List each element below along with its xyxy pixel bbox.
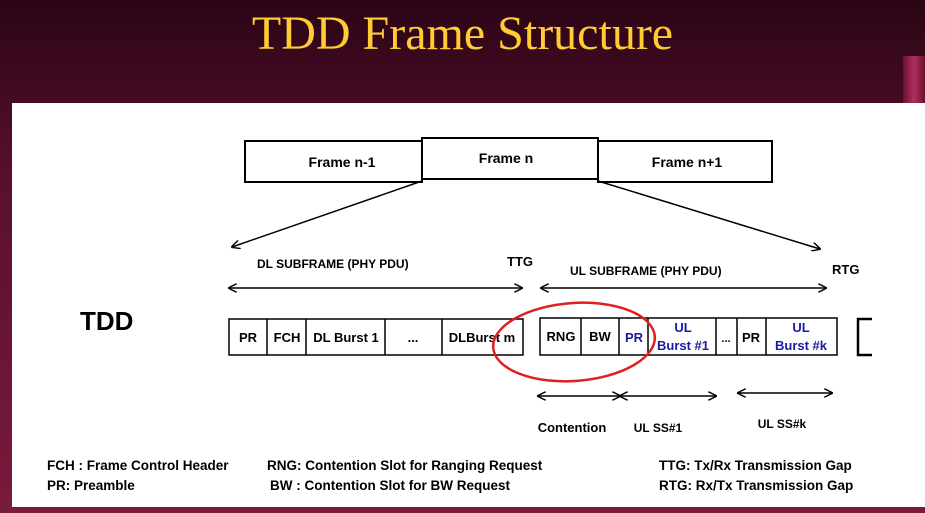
slot-pr-ul1: PR (625, 330, 644, 345)
legend-rng: RNG: Contention Slot for Ranging Request (267, 458, 543, 473)
ul-subframe-label: UL SUBFRAME (PHY PDU) (570, 264, 722, 278)
slot-pr-dl: PR (239, 330, 258, 345)
slot-dl-ellipsis: ... (408, 330, 419, 345)
ul-slot-row: RNG BW PR UL Burst #1 ... PR UL Burst #k (539, 317, 838, 356)
slot-dl-burst-1: DL Burst 1 (313, 330, 379, 345)
ul-ssk-label: UL SS#k (758, 417, 807, 431)
legend-rtg: RTG: Rx/Tx Transmission Gap (659, 478, 853, 493)
frame-row: Frame n-1 Frame n Frame n+1 (244, 137, 773, 183)
frame-prev-box (244, 140, 423, 183)
next-frame-bracket (856, 317, 872, 357)
slot-ul-ellipsis: ... (721, 333, 730, 345)
slot-ul-burst-k-line1: UL (792, 320, 809, 335)
legend-bw: BW : Contention Slot for BW Request (270, 478, 510, 493)
dl-subframe-label: DL SUBFRAME (PHY PDU) (257, 257, 409, 271)
frame-next-label: Frame n+1 (652, 154, 723, 170)
slot-dl-burst-m: DLBurst m (449, 330, 515, 345)
frame-prev-label: Frame n-1 (309, 154, 376, 170)
frame-current-box (421, 137, 599, 180)
dl-slot-row: PR FCH DL Burst 1 ... DLBurst m (228, 318, 524, 356)
frame-current-label: Frame n (479, 150, 533, 166)
rtg-label: RTG (832, 262, 859, 277)
legend-fch: FCH : Frame Control Header (47, 458, 229, 473)
slot-pr-ul2: PR (742, 330, 761, 345)
legend: FCH : Frame Control Header PR: Preamble … (47, 458, 853, 493)
slot-rng: RNG (547, 329, 576, 344)
slot-bw: BW (589, 329, 611, 344)
contention-highlight-circle (491, 301, 657, 383)
ul-subframe-box (539, 317, 838, 356)
slot-ul-burst-k-line2: Burst #k (775, 338, 828, 353)
legend-ttg: TTG: Tx/Rx Transmission Gap (659, 458, 852, 473)
tdd-mode-label: TDD (80, 306, 133, 336)
contention-label: Contention (538, 420, 607, 435)
expand-left-arrow (232, 180, 423, 247)
frame-next-box (597, 140, 773, 183)
ttg-label: TTG (507, 254, 533, 269)
ul-ss1-label: UL SS#1 (634, 421, 683, 435)
slot-ul-burst-1-line2: Burst #1 (657, 338, 709, 353)
expand-right-arrow (597, 180, 820, 249)
slot-fch: FCH (274, 330, 301, 345)
slot-ul-burst-1-line1: UL (674, 320, 691, 335)
slide-title: TDD Frame Structure (251, 7, 674, 60)
legend-pr: PR: Preamble (47, 478, 135, 493)
decorative-bar (903, 56, 925, 104)
dl-subframe-box (228, 318, 524, 356)
